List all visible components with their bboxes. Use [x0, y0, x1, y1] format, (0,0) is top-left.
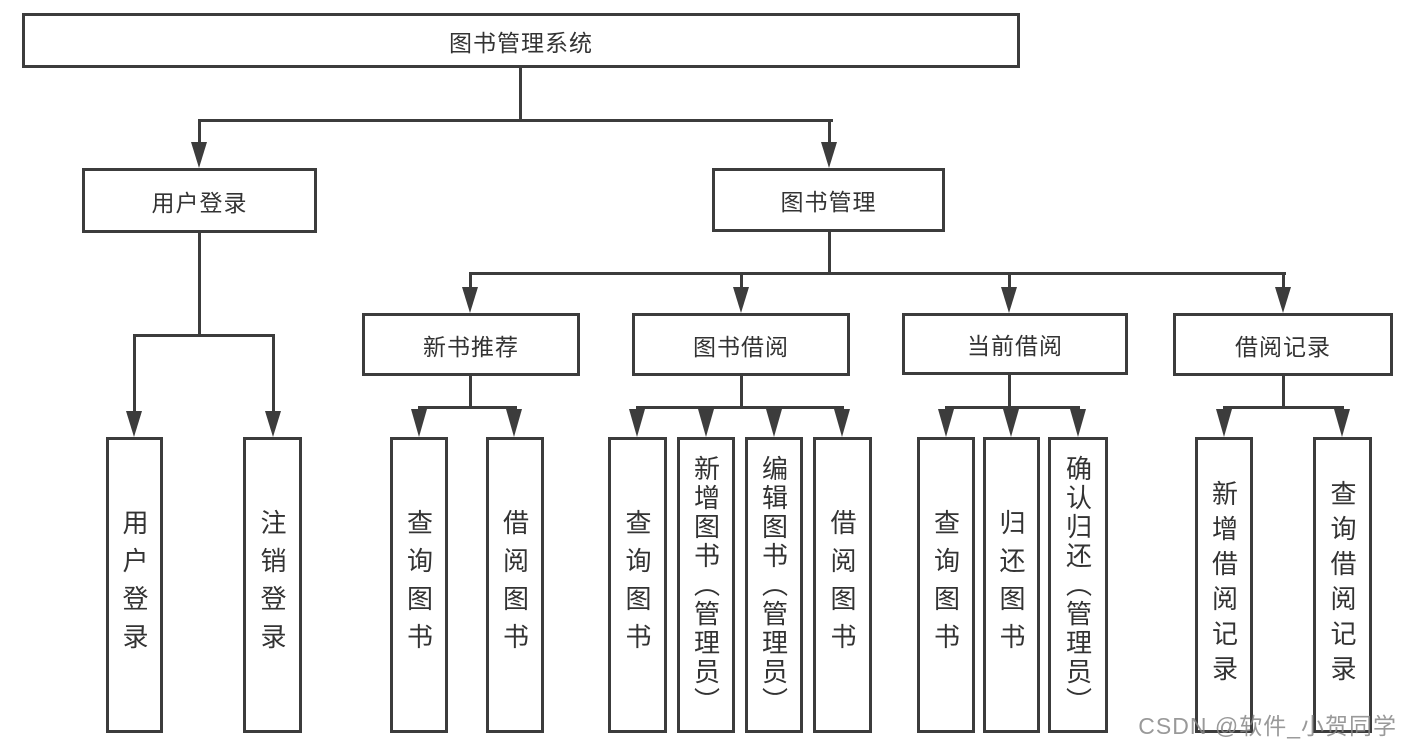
connector-line — [469, 272, 1286, 275]
leaf-label: 确认归还（管理员） — [1062, 454, 1093, 716]
arrow-down-icon — [698, 409, 714, 437]
connector-line — [133, 334, 136, 413]
connector-line — [519, 68, 522, 121]
leaf-label: 用户登录 — [119, 509, 149, 661]
leaf-edit-books-admin: 编辑图书（管理员） — [745, 437, 803, 733]
node-user-login: 用户登录 — [82, 168, 317, 233]
arrow-down-icon — [834, 409, 850, 437]
leaf-label: 新增图书（管理员） — [690, 454, 721, 716]
connector-line — [828, 119, 831, 147]
leaf-query-books-borrow: 查询图书 — [608, 437, 667, 733]
arrow-down-icon — [462, 287, 478, 313]
connector-line — [1008, 272, 1011, 290]
leaf-add-borrow-record: 新增借阅记录 — [1195, 437, 1253, 733]
connector-line — [469, 375, 472, 408]
arrow-down-icon — [733, 287, 749, 313]
node-current-borrow: 当前借阅 — [902, 313, 1128, 375]
arrow-down-icon — [1275, 287, 1291, 313]
leaf-query-borrow-record: 查询借阅记录 — [1313, 437, 1372, 733]
arrow-down-icon — [1070, 409, 1086, 437]
connector-line — [469, 272, 472, 290]
leaf-return-books: 归还图书 — [983, 437, 1040, 733]
leaf-label: 归还图书 — [996, 509, 1026, 661]
leaf-label: 注销登录 — [257, 509, 287, 661]
connector-line — [198, 231, 201, 336]
leaf-query-books-current: 查询图书 — [917, 437, 975, 733]
connector-line — [198, 119, 201, 147]
arrow-down-icon — [1001, 287, 1017, 313]
node-root: 图书管理系统 — [22, 13, 1020, 68]
leaf-add-books-admin: 新增图书（管理员） — [677, 437, 735, 733]
arrow-down-icon — [1003, 409, 1019, 437]
leaf-label: 查询图书 — [930, 509, 961, 661]
arrow-down-icon — [1334, 409, 1350, 437]
connector-line — [1223, 406, 1344, 409]
leaf-borrow-books-recommend: 借阅图书 — [486, 437, 544, 733]
leaf-label: 查询图书 — [403, 509, 434, 661]
arrow-down-icon — [821, 142, 837, 168]
leaf-query-books-recommend: 查询图书 — [390, 437, 448, 733]
node-book-borrow: 图书借阅 — [632, 313, 850, 376]
node-borrow-records-label: 借阅记录 — [1235, 333, 1331, 360]
connector-line — [418, 406, 517, 409]
node-current-borrow-label: 当前借阅 — [967, 333, 1063, 359]
node-root-label: 图书管理系统 — [449, 29, 593, 56]
node-new-book-recommend: 新书推荐 — [362, 313, 580, 376]
leaf-user-login: 用户登录 — [106, 437, 163, 733]
arrow-down-icon — [265, 411, 281, 437]
connector-line — [198, 119, 833, 122]
leaf-borrow-books: 借阅图书 — [813, 437, 872, 733]
arrow-down-icon — [766, 409, 782, 437]
connector-line — [740, 272, 743, 290]
leaf-label: 查询图书 — [622, 509, 652, 661]
leaf-label: 借阅图书 — [827, 509, 857, 661]
arrow-down-icon — [938, 409, 954, 437]
connector-line — [828, 231, 831, 274]
node-book-management-label: 图书管理 — [780, 189, 877, 215]
leaf-label: 编辑图书（管理员） — [758, 454, 789, 716]
node-user-login-label: 用户登录 — [151, 189, 248, 216]
node-book-management: 图书管理 — [712, 168, 945, 232]
connector-line — [945, 406, 1080, 409]
arrow-down-icon — [629, 409, 645, 437]
leaf-confirm-return-admin: 确认归还（管理员） — [1048, 437, 1108, 733]
arrow-down-icon — [126, 411, 142, 437]
connector-line — [636, 406, 844, 409]
leaf-label: 查询借阅记录 — [1327, 480, 1357, 690]
arrow-down-icon — [1216, 409, 1232, 437]
arrow-down-icon — [506, 409, 522, 437]
leaf-label: 新增借阅记录 — [1208, 480, 1239, 690]
arrow-down-icon — [191, 142, 207, 168]
connector-line — [133, 334, 275, 337]
node-new-book-recommend-label: 新书推荐 — [423, 333, 519, 360]
leaf-logout: 注销登录 — [243, 437, 302, 733]
node-book-borrow-label: 图书借阅 — [693, 333, 789, 360]
connector-line — [272, 334, 275, 413]
connector-line — [1282, 375, 1285, 408]
connector-line — [740, 375, 743, 408]
csdn-watermark: CSDN @软件_小贺同学 — [1138, 713, 1397, 739]
arrow-down-icon — [411, 409, 427, 437]
connector-line — [1282, 272, 1285, 290]
node-borrow-records: 借阅记录 — [1173, 313, 1393, 376]
leaf-label: 借阅图书 — [499, 509, 530, 661]
connector-line — [1008, 375, 1011, 408]
